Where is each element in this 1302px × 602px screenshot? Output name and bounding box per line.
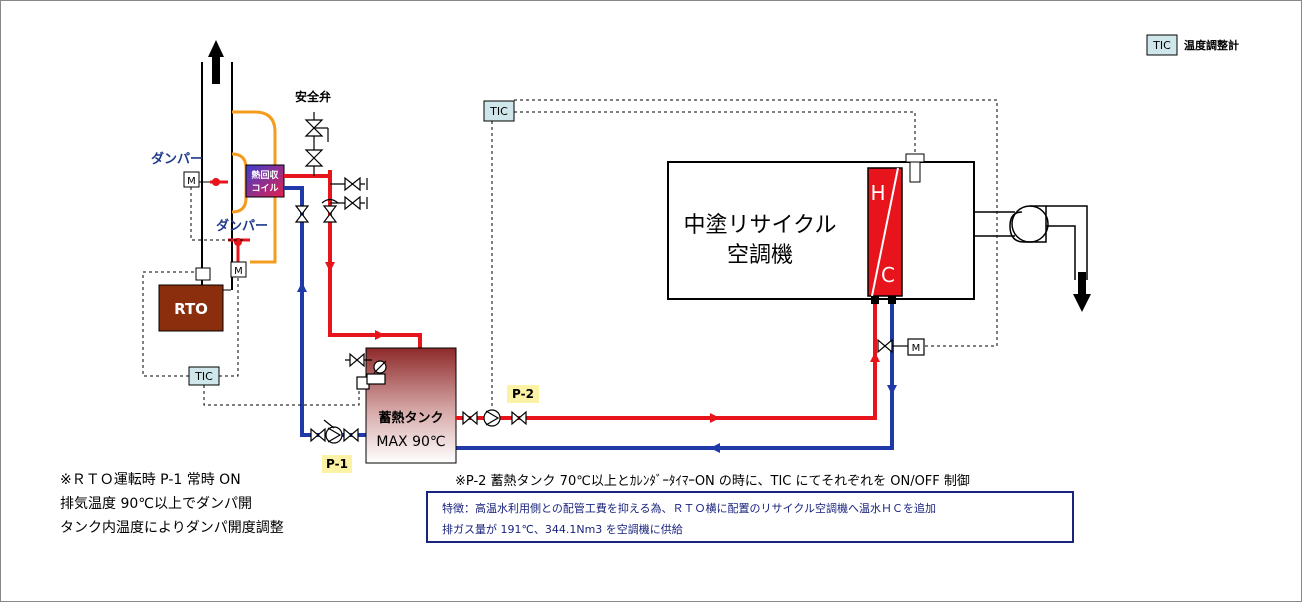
heat-coil-label-1: 熱回収 [251, 169, 279, 181]
motor-label: M [234, 266, 243, 277]
supply-fan-duct [974, 205, 1088, 280]
tank-label-2: MAX 90℃ [376, 434, 445, 450]
left-note-line: タンク内温度によりダンパ開度調整 [60, 520, 284, 536]
feature-line: 特徴：高温水利用側との配管工費を抑える為、ＲＴＯ横に配置のリサイクル空調機へ温水… [442, 502, 937, 515]
heat-coil-label-2: コイル [251, 183, 278, 194]
control-signal-lines [142, 99, 998, 408]
left-note-line: 排気温度 90℃以上でダンパ開 [60, 496, 252, 512]
left-note-line: ※ＲＴＯ運転時 P-1 常時 ON [60, 472, 241, 488]
tic-bottom: TIC [188, 366, 220, 386]
damper-2: M [228, 238, 250, 278]
damper-1: M [183, 171, 228, 188]
p2-label-bg [507, 385, 539, 403]
feature-line: 排ガス量が 191℃、344.1Nm3 を空調機に供給 [442, 523, 683, 536]
safety-valve-label: 安全弁 [295, 89, 331, 104]
exhaust-up-arrow [208, 40, 224, 84]
left-notes: ※ＲＴＯ運転時 P-1 常時 ON 排気温度 90℃以上でダンパ開 タンク内温度… [60, 468, 284, 540]
p1-label: P-1 [326, 457, 348, 471]
recycle-air-handler: 中塗リサイクル 空調機 [667, 161, 975, 300]
rto-label: RTO [174, 300, 208, 318]
exhaust-stack [201, 62, 233, 291]
safety-valve-assembly [304, 112, 368, 211]
ac-label-2: 空調機 [727, 243, 793, 268]
damper-1-label: ダンパー [151, 151, 203, 167]
tic-bottom-label: TIC [194, 370, 213, 383]
p2-label: P-2 [512, 387, 534, 401]
pump-p2 [456, 409, 527, 427]
hc-h-label: H [870, 181, 885, 205]
damper-2-label: ダンパー [216, 218, 268, 234]
ac-label-1: 中塗リサイクル [684, 213, 837, 238]
pump-p1 [310, 419, 359, 444]
rto-unit: RTO [158, 267, 224, 332]
three-way-control-valve: M [877, 338, 925, 356]
tic-top-label: TIC [489, 105, 508, 118]
supply-down-arrow [1073, 272, 1091, 312]
pipe-valves [294, 205, 338, 223]
tank-inlet-valve [345, 352, 387, 390]
hot-flow-arrows [325, 262, 880, 423]
hc-c-label: C [881, 263, 895, 287]
motor-label: M [912, 343, 921, 354]
cold-flow-arrows [297, 282, 897, 453]
tank-label-1: 蓄熱タンク [378, 410, 443, 426]
temperature-sensor [905, 153, 925, 183]
legend-tag: TIC [1152, 39, 1171, 52]
legend: TIC 温度調整計 [1146, 34, 1239, 56]
coil-connections [871, 296, 896, 304]
p1-label-bg [322, 455, 352, 473]
feature-box: 特徴：高温水利用側との配管工費を抑える為、ＲＴＯ横に配置のリサイクル空調機へ温水… [426, 491, 1074, 543]
motor-label: M [187, 176, 196, 187]
heat-recovery-coil: 熱回収 コイル [245, 164, 285, 198]
tic-top: TIC [483, 100, 515, 122]
p2-control-note: ※P-2 蓄熱タンク 70℃以上とｶﾚﾝﾀﾞｰﾀｲﾏｰON の時に、TIC にて… [455, 474, 970, 489]
legend-text: 温度調整計 [1184, 38, 1239, 52]
hot-water-coil-hc: H C [867, 167, 903, 297]
hot-water-pipe [284, 170, 877, 420]
